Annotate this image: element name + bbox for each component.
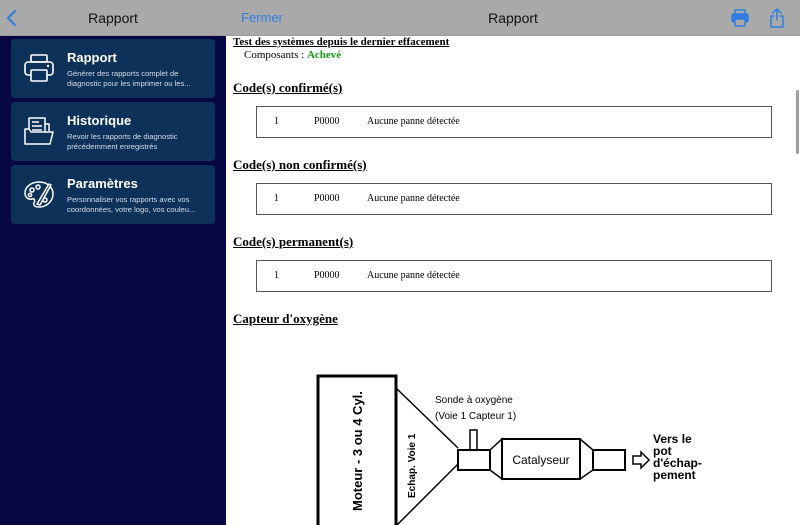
catalyst-label: Catalyseur [512,453,569,467]
code-description: Aucune panne détectée [367,193,460,204]
sensor-sublabel: (Voie 1 Capteur 1) [435,411,516,422]
outlet-label-line: pement [653,468,696,482]
oxygen-sensor [469,429,478,451]
section-title-confirmed: Code(s) confirmé(s) [233,80,343,95]
code-row: 1 P0000 Aucune panne détectée [256,260,772,292]
report-document: Test des systèmes depuis le dernier effa… [226,36,800,525]
sidebar-item-description: Revoir les rapports de diagnostic précéd… [67,132,178,151]
chevron-left-icon[interactable] [5,8,19,28]
code-row: 1 P0000 Aucune panne détectée [256,183,772,215]
exhaust-label: Echap. Voie 1 [407,433,418,498]
code-value: P0000 [314,193,340,204]
sidebar-item-title: Historique [67,113,132,128]
code-description: Aucune panne détectée [367,116,460,127]
components-status-line: Composants : Achevé [244,49,341,61]
scrollbar[interactable] [796,90,799,154]
code-row: 1 P0000 Aucune panne détectée [256,106,772,138]
page-title: Rapport [488,10,538,26]
code-index: 1 [274,193,279,204]
sidebar: Rapport Rapport Générer des rapports com… [0,0,226,525]
outlet-label-line: Vers le [653,432,692,446]
code-description: Aucune panne détectée [367,270,460,281]
palette-icon [24,181,54,208]
sidebar-header: Rapport [0,0,226,36]
section-title-unconfirmed: Code(s) non confirmé(s) [233,157,367,172]
sidebar-item-title: Rapport [67,50,117,65]
sidebar-title: Rapport [88,10,138,26]
sidebar-item-rapport[interactable]: Rapport Générer des rapports complet de … [11,39,215,98]
report-panel: Fermer Rapport Test des systèmes depuis … [226,0,800,525]
arrow-right-icon [632,450,651,470]
code-index: 1 [274,116,279,127]
sidebar-item-historique[interactable]: Historique Revoir les rapports de diagno… [11,102,215,161]
code-value: P0000 [314,116,340,127]
section-title-oxygen: Capteur d'oxygène [233,311,338,326]
sidebar-item-description: Personnaliser vos rapports avec vos coor… [67,195,196,214]
components-label: Composants : [244,49,305,61]
systems-test-title: Test des systèmes depuis le dernier effa… [233,36,450,48]
section-title-permanent: Code(s) permanent(s) [233,234,354,249]
outlet-label-line: d'échap- [653,456,702,470]
folder-document-icon [24,117,54,145]
printer-icon[interactable] [730,8,750,28]
main-header: Fermer Rapport [226,0,800,36]
close-button[interactable]: Fermer [241,10,283,25]
outlet-label-line: pot [653,444,672,458]
catalyst [501,438,581,480]
printer-icon [24,54,54,82]
share-icon[interactable] [767,8,787,28]
code-value: P0000 [314,270,340,281]
components-status: Achevé [306,49,342,61]
sidebar-item-title: Paramètres [67,176,138,191]
outlet-label: Vers le pot d'échap- pement [653,432,705,482]
sensor-label: Sonde à oxygène [435,395,513,406]
oxygen-sensor-diagram: Moteur - 3 ou 4 Cyl. Echap. Voie 1 Sonde… [316,374,705,525]
sidebar-item-description: Générer des rapports complet de diagnost… [67,69,191,88]
engine-block [316,374,398,525]
code-index: 1 [274,270,279,281]
engine-label: Moteur - 3 ou 4 Cyl. [350,391,365,511]
sidebar-item-parametres[interactable]: Paramètres Personnaliser vos rapports av… [11,165,215,224]
